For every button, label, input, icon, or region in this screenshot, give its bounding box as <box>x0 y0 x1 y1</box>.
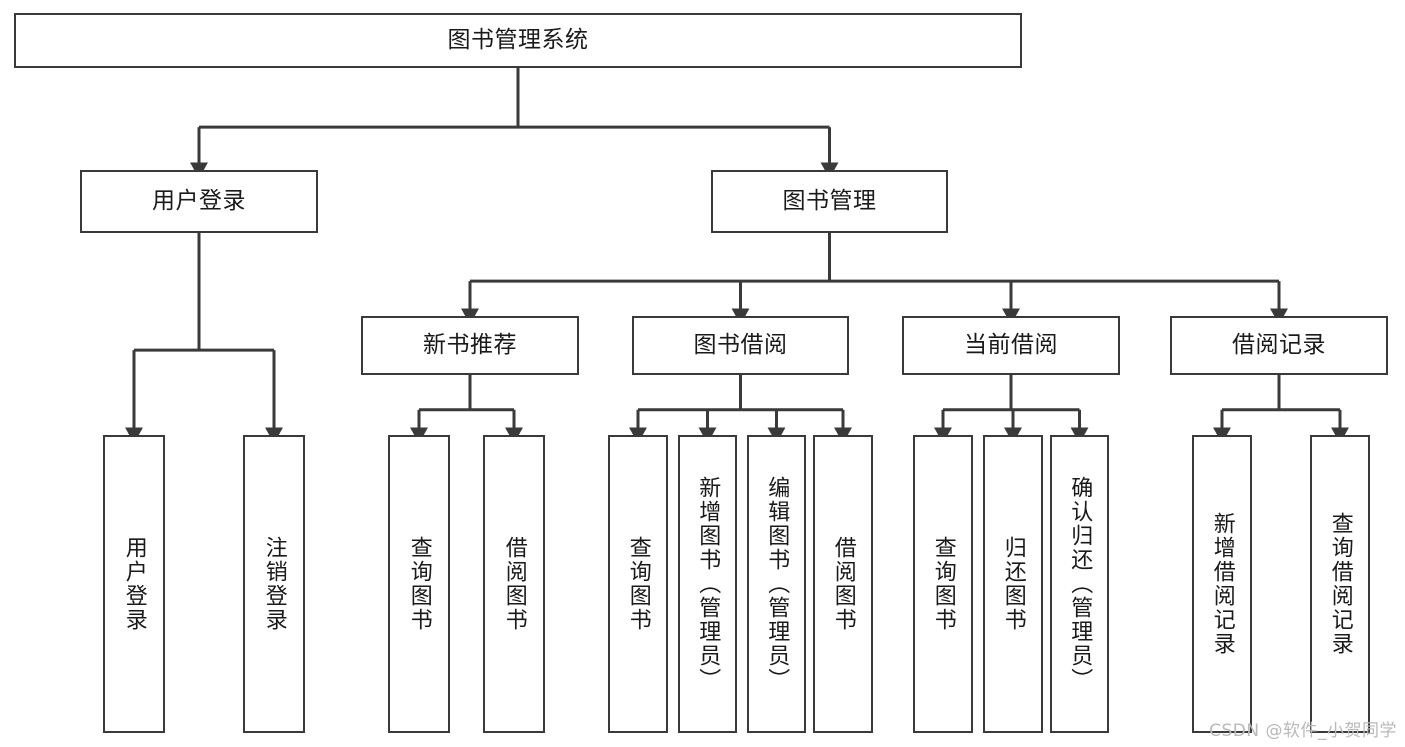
node-label: 编辑图书（管理员） <box>764 476 790 692</box>
node-leaf-add-record: 新增借阅记录 <box>1192 435 1252 733</box>
node-label: 新增借阅记录 <box>1209 512 1235 656</box>
node-leaf-user-login: 用户登录 <box>103 435 165 733</box>
node-leaf-query-book-2: 查询图书 <box>608 435 668 733</box>
node-book-manage: 图书管理 <box>711 170 948 233</box>
node-leaf-add-book: 新增图书（管理员） <box>678 435 737 733</box>
node-leaf-borrow-book-2: 借阅图书 <box>813 435 873 733</box>
node-label: 查询图书 <box>930 536 956 632</box>
node-label: 注销登录 <box>261 536 287 632</box>
node-new-book-rec: 新书推荐 <box>361 316 579 375</box>
node-leaf-confirm-return: 确认归还（管理员） <box>1050 435 1109 733</box>
node-root: 图书管理系统 <box>14 13 1022 68</box>
node-leaf-borrow-book-1: 借阅图书 <box>483 435 545 733</box>
node-label: 查询图书 <box>625 536 651 632</box>
node-borrow-record: 借阅记录 <box>1170 316 1388 375</box>
node-book-borrow: 图书借阅 <box>632 316 849 375</box>
node-label: 用户登录 <box>152 187 246 214</box>
node-leaf-edit-book: 编辑图书（管理员） <box>747 435 806 733</box>
node-label: 查询图书 <box>406 536 432 632</box>
node-user-login: 用户登录 <box>80 170 318 233</box>
node-label: 当前借阅 <box>964 331 1058 358</box>
node-leaf-query-record: 查询借阅记录 <box>1310 435 1370 733</box>
node-leaf-return-book: 归还图书 <box>983 435 1043 733</box>
node-label: 图书借阅 <box>693 331 788 358</box>
node-leaf-user-logout: 注销登录 <box>243 435 305 733</box>
node-label: 查询借阅记录 <box>1327 512 1353 656</box>
node-label: 用户登录 <box>121 536 147 632</box>
node-label: 新增图书（管理员） <box>695 476 721 692</box>
node-label: 归还图书 <box>1000 536 1026 632</box>
node-label: 图书管理系统 <box>447 26 589 53</box>
node-label: 图书管理 <box>782 187 877 214</box>
node-leaf-query-book-3: 查询图书 <box>913 435 973 733</box>
watermark-text: CSDN @软件_小贺同学 <box>1209 721 1397 741</box>
node-current-borrow: 当前借阅 <box>902 316 1120 375</box>
node-label: 新书推荐 <box>423 331 517 358</box>
node-label: 确认归还（管理员） <box>1067 476 1093 692</box>
node-label: 借阅记录 <box>1232 331 1326 358</box>
node-label: 借阅图书 <box>501 536 527 632</box>
node-label: 借阅图书 <box>830 536 856 632</box>
node-leaf-query-book-1: 查询图书 <box>388 435 450 733</box>
